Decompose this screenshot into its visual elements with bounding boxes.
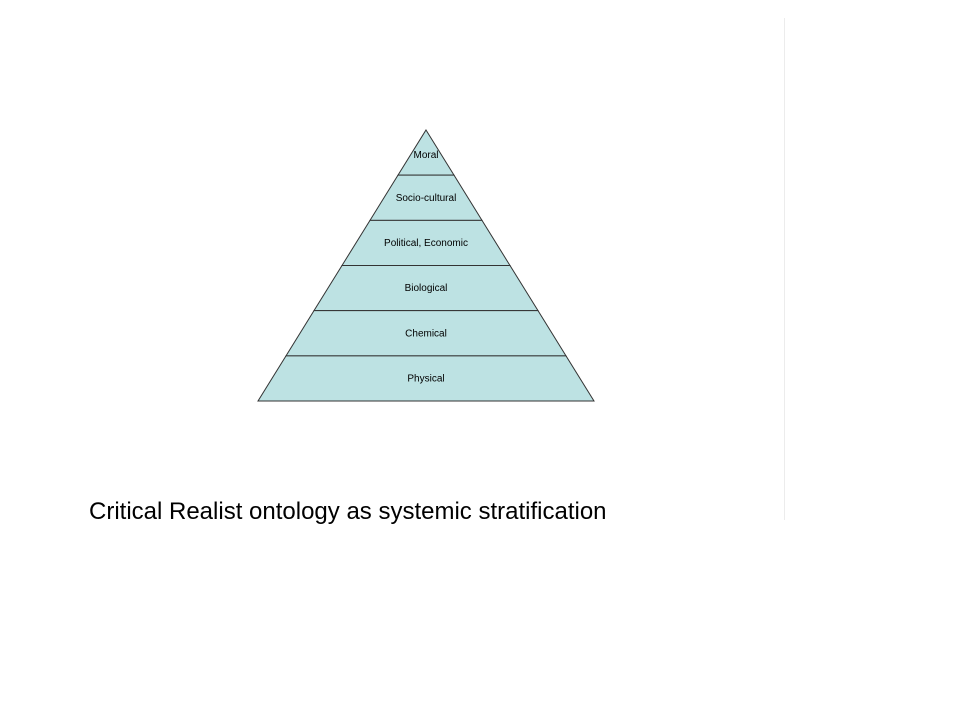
pyramid-layer-label: Biological <box>405 283 448 294</box>
pyramid-layer-label: Socio-cultural <box>396 193 457 204</box>
diagram-caption: Critical Realist ontology as systemic st… <box>89 498 607 525</box>
slide-edge-divider <box>784 18 785 520</box>
pyramid-layer-label: Physical <box>407 373 444 384</box>
pyramid-layer-physical <box>257 355 595 402</box>
pyramid-layer-label: Political, Economic <box>384 238 468 249</box>
pyramid-layer-label: Chemical <box>405 328 447 339</box>
pyramid-layer-label: Moral <box>413 150 438 161</box>
